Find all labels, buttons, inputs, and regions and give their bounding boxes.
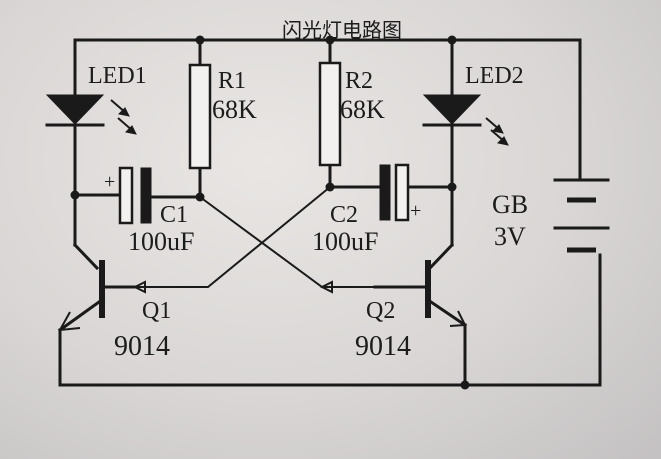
q1-name: Q1 [142, 298, 171, 324]
battery-symbol [553, 178, 610, 253]
led2-symbol [422, 94, 509, 146]
r1-name: R1 [218, 68, 246, 94]
q2-name: Q2 [366, 298, 395, 324]
q1-part: 9014 [114, 331, 170, 362]
r2-name: R2 [345, 68, 373, 94]
junction-bottom [460, 380, 470, 390]
led2-triangle [422, 94, 482, 125]
battery-voltage: 3V [494, 222, 526, 251]
c2-value: 100uF [312, 227, 378, 256]
battery-name: GB [492, 190, 528, 219]
junction-r1-top [195, 35, 205, 45]
q2-symbol [373, 260, 468, 328]
led2-ray-2-head [496, 136, 509, 146]
r2-body [318, 61, 342, 167]
diagram-title: 闪光灯电路图 [282, 18, 402, 42]
q2-emitter-arrow [449, 310, 467, 327]
c1-plate-negative [140, 167, 152, 224]
junction-led2-top [447, 35, 457, 45]
r1-value: 68K [212, 95, 257, 124]
junction-led1-c1 [70, 190, 80, 200]
r2-value: 68K [340, 95, 385, 124]
q1-collector-wire [72, 242, 100, 271]
q2-part: 9014 [355, 331, 411, 362]
cross-wire-r2-q1 [135, 186, 331, 288]
bottom-rail-wire [58, 253, 602, 387]
c2-plate-negative [379, 164, 391, 221]
q2-emitter-lead [428, 299, 468, 328]
junction-r2-top [325, 35, 335, 45]
c2-symbol [379, 163, 410, 222]
led1-ray-2-head [124, 125, 137, 135]
c1-plus-sign: + [104, 171, 115, 193]
q1-symbol [57, 260, 137, 333]
junction-r1-c1 [195, 192, 205, 202]
led1-ray-1-head [117, 107, 130, 117]
junction-r2-c2 [325, 182, 335, 192]
q1-emitter-lead [57, 299, 102, 333]
led1-triangle [45, 94, 105, 125]
c2-name: C2 [330, 202, 358, 228]
q2-collector-wire [427, 242, 455, 271]
led1-symbol [45, 94, 137, 135]
c1-symbol [118, 166, 152, 225]
base-arrow-q1 [132, 280, 146, 294]
led2-ray-1-head [491, 124, 504, 134]
led1-label: LED1 [88, 63, 147, 89]
led2-label: LED2 [465, 63, 524, 89]
c1-name: C1 [160, 202, 188, 228]
junctions [70, 35, 470, 390]
c2-plate-positive [394, 163, 410, 222]
c2-plus-sign: + [410, 200, 421, 222]
r1-body [188, 63, 212, 170]
base-arrow-q2 [319, 280, 333, 294]
c1-value: 100uF [128, 227, 194, 256]
junction-led2-c2 [447, 182, 457, 192]
c1-plate-positive [118, 166, 134, 225]
q1-emitter-arrow [58, 311, 81, 332]
